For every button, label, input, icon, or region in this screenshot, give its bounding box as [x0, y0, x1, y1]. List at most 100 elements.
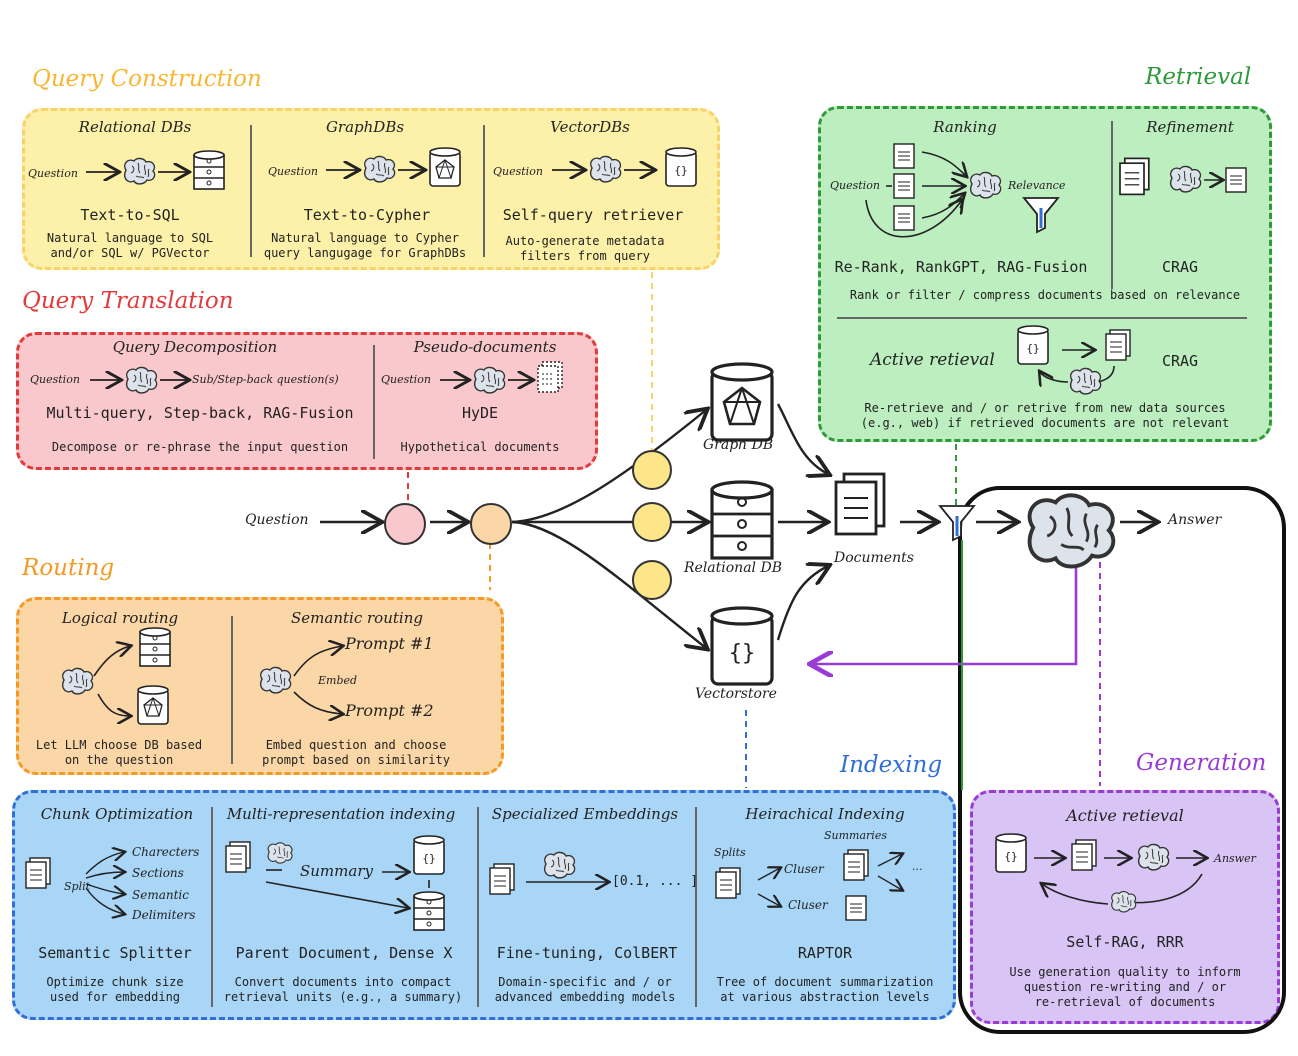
chunk-item: Delimiters [132, 908, 196, 922]
query-construction-panel [22, 108, 720, 270]
divider [250, 125, 252, 257]
indexing-panel [12, 790, 956, 1020]
text-to-cypher-desc-2: query langugage for GraphDBs [263, 246, 467, 260]
multi-query-method: Multi-query, Step-back, RAG-Fusion [46, 404, 354, 422]
semantic-routing-desc-1: Embed question and choose [265, 738, 447, 752]
text-to-sql-method: Text-to-SQL [80, 206, 180, 224]
pseudo-documents-heading: Pseudo-documents [413, 338, 557, 356]
hierarchical-indexing-diagram [715, 849, 934, 921]
graph-db-label: Graph DB [703, 437, 774, 453]
raptor-method: RAPTOR [797, 944, 853, 962]
graph-db-icon [710, 362, 774, 442]
self-rag-method: Self-RAG, RRR [1066, 933, 1184, 951]
flow-label-question: Question [381, 373, 431, 386]
ellipsis-label: ... [912, 860, 923, 873]
semantic-splitter-desc-1: Optimize chunk size [46, 975, 184, 989]
construction-node [632, 450, 672, 490]
active-retrieval-label: Active retieval [870, 350, 995, 370]
divider [483, 125, 485, 257]
crag-refinement-method: CRAG [1161, 258, 1199, 276]
parent-document-method: Parent Document, Dense X [235, 944, 453, 962]
specialized-embeddings-heading: Specialized Embeddings [491, 805, 679, 823]
semantic-routing-heading: Semantic routing [291, 609, 423, 627]
query-translation-panel [16, 332, 598, 470]
summaries-label: Summaries [824, 829, 887, 842]
re-rank-method: Re-Rank, RankGPT, RAG-Fusion [834, 258, 1088, 276]
crag-active-method: CRAG [1161, 352, 1199, 370]
raptor-desc-2: at various abstraction levels [720, 990, 930, 1004]
embedding-vector-label: [0.1, ... ] [612, 874, 699, 889]
generation-active-heading: Active retieval [1066, 806, 1184, 825]
graphdbs-heading: GraphDBs [325, 118, 405, 136]
sub-step-back-label: Sub/Step-back question(s) [192, 373, 339, 386]
prompt-2-label: Prompt #2 [345, 701, 434, 720]
query-construction-title: Query Construction [32, 66, 262, 92]
hyde-flow [440, 361, 563, 394]
active-retrieval-desc-1: Re-retrieve and / or retrive from new da… [864, 401, 1226, 415]
self-query-flow [552, 147, 697, 187]
divider [373, 345, 375, 459]
semantic-routing-desc-2: prompt based on similarity [262, 753, 450, 767]
relational-dbs-heading: Relational DBs [78, 118, 192, 136]
fine-tuning-method: Fine-tuning, ColBERT [496, 944, 678, 962]
translation-node [384, 503, 426, 545]
rank-filter-desc: Rank or filter / compress documents base… [849, 288, 1241, 302]
indexing-title: Indexing [840, 752, 943, 778]
generation-desc-3: re-retrieval of documents [1034, 995, 1216, 1009]
cluster-1-label: Cluser [784, 862, 824, 876]
divider [695, 807, 697, 1007]
semantic-routing-diagram [260, 632, 348, 722]
ranking-diagram [865, 143, 1060, 238]
database-icon [710, 480, 774, 560]
graph-db-store [710, 362, 774, 442]
text-to-sql-flow [86, 150, 225, 190]
query-decomposition-flow [90, 366, 288, 394]
flow-label-question: Question [30, 373, 80, 386]
documents-stack [834, 472, 886, 536]
divider [837, 317, 1247, 319]
chunk-item: Charecters [132, 845, 200, 859]
relevance-label: Relevance [1008, 179, 1066, 192]
fine-tuning-desc-2: advanced embedding models [494, 990, 676, 1004]
semantic-splitter-method: Semantic Splitter [38, 944, 192, 962]
llm-brain [1027, 493, 1116, 569]
relational-db-store [710, 480, 774, 560]
divider [231, 616, 233, 764]
retrieval-title: Retrieval [1145, 64, 1252, 90]
routing-node [470, 503, 512, 545]
self-query-desc-2: filters from query [519, 249, 651, 263]
generation-highlight-outline [958, 486, 1286, 1034]
prompt-1-label: Prompt #1 [345, 634, 434, 653]
query-translation-title: Query Translation [22, 288, 234, 314]
divider [477, 807, 479, 1007]
refinement-diagram [1119, 157, 1247, 196]
generation-diagram [995, 833, 1216, 913]
multi-representation-heading: Multi-representation indexing [226, 805, 456, 823]
self-query-method: Self-query retriever [502, 206, 684, 224]
chunk-item: Semantic [132, 888, 189, 902]
self-query-desc-1: Auto-generate metadata [505, 234, 665, 248]
text-to-cypher-method: Text-to-Cypher [303, 206, 431, 224]
specialized-embeddings-diagram [489, 851, 620, 895]
refinement-heading: Refinement [1146, 118, 1234, 136]
chunk-optimization-heading: Chunk Optimization [40, 805, 194, 823]
funnel-icon [938, 504, 976, 542]
divider [211, 807, 213, 1007]
question-input-label: Question [245, 512, 309, 528]
active-retrieval-desc-2: (e.g., web) if retrieved documents are n… [860, 416, 1230, 430]
flow-label-question: Question [830, 179, 880, 192]
filter-funnel [938, 504, 976, 542]
splits-label: Splits [714, 846, 746, 859]
parent-document-desc-2: retrieval units (e.g., a summary) [223, 990, 463, 1004]
text-to-sql-desc-1: Natural language to SQL [46, 231, 214, 245]
summary-label: Summary [300, 862, 373, 880]
routing-title: Routing [22, 555, 115, 581]
relational-db-label: Relational DB [684, 560, 782, 576]
parent-document-desc-1: Convert documents into compact [234, 975, 452, 989]
raptor-desc-1: Tree of document summarization [716, 975, 934, 989]
split-label: Split [64, 880, 91, 893]
flow-label-question: Question [493, 165, 543, 178]
text-to-sql-desc-2: and/or SQL w/ PGVector [50, 246, 210, 260]
vector-db-icon [710, 606, 774, 686]
